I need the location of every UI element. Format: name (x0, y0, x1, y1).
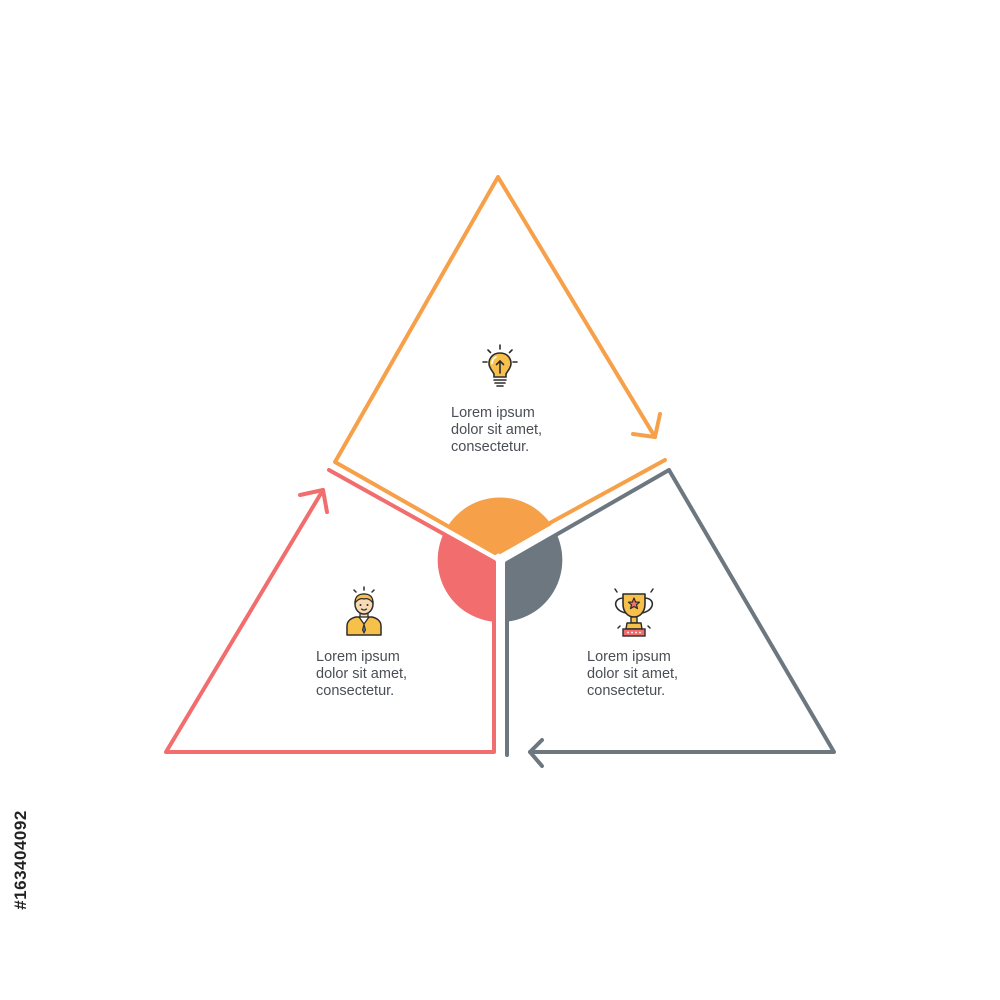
segment-left-outline (164, 468, 496, 754)
segment-top-line-1: Lorem ipsum (451, 405, 535, 421)
segment-top-text: Lorem ipsum dolor sit amet, consectetur. (451, 405, 611, 456)
segment-right-text: Lorem ipsum dolor sit amet, consectetur. (587, 649, 747, 700)
arrow-head-left (298, 488, 329, 514)
segment-right-line-1: Lorem ipsum (587, 649, 671, 665)
segment-top-line-2: dolor sit amet, (451, 422, 543, 438)
segment-top-line-3: consectetur. (451, 439, 530, 455)
segment-right-outline (505, 468, 836, 768)
person-icon (346, 586, 382, 636)
lightbulb-icon (482, 344, 518, 387)
segment-top-outline (333, 175, 667, 555)
center-circle (437, 497, 563, 628)
segment-right-line-3: consectetur. (587, 683, 666, 699)
segment-left-line-3: consectetur. (316, 683, 395, 699)
trophy-icon (614, 588, 654, 637)
stock-id-watermark: #163404092 (8, 760, 34, 960)
segment-left-text: Lorem ipsum dolor sit amet, consectetur. (316, 649, 476, 700)
arrow-head-top (631, 412, 662, 439)
segment-left-line-2: dolor sit amet, (316, 666, 408, 682)
stock-id-text: #163404092 (11, 810, 30, 910)
segment-left-line-1: Lorem ipsum (316, 649, 400, 665)
segment-right-line-2: dolor sit amet, (587, 666, 679, 682)
arrow-head-right (528, 738, 544, 768)
